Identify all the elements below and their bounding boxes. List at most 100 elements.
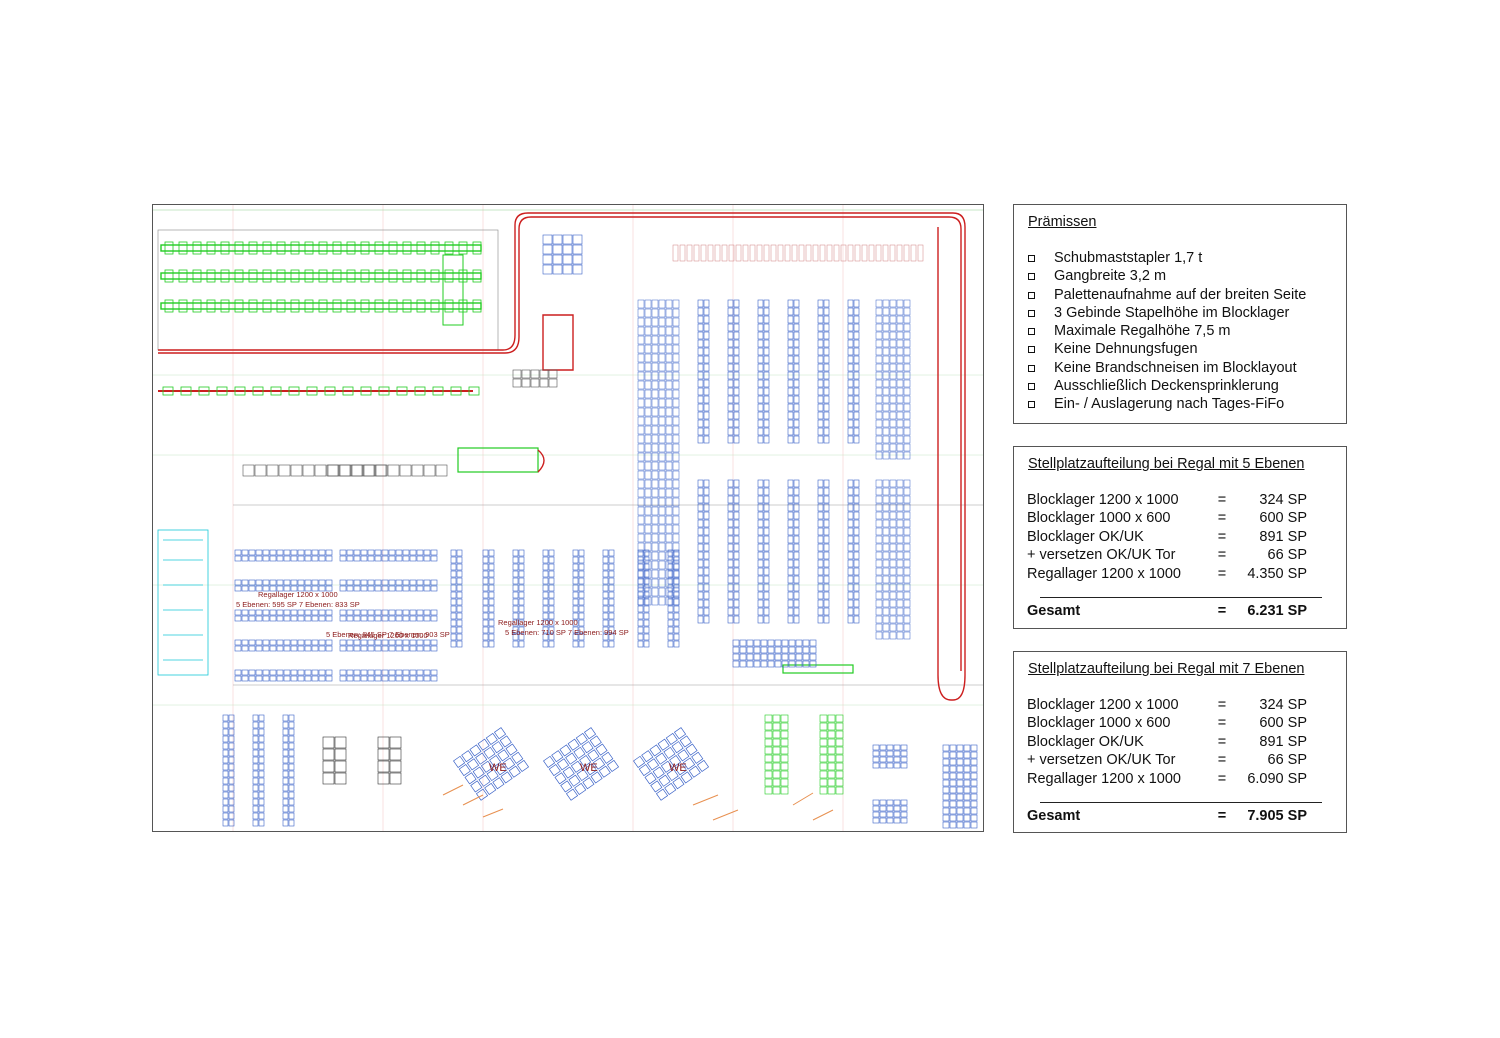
allocation-equals: =: [1217, 770, 1227, 787]
premise-item: Gangbreite 3,2 m: [1028, 267, 1306, 285]
checkbox-bullet-icon: [1028, 401, 1035, 409]
checkbox-bullet-icon: [1028, 328, 1035, 336]
total-equals: =: [1217, 603, 1227, 619]
allocation-7-levels-panel: Stellplatzaufteilung bei Regal mit 7 Ebe…: [1013, 651, 1347, 833]
allocation-equals: =: [1217, 547, 1227, 564]
allocation-value: 324 SP: [1259, 697, 1307, 713]
premise-text: Maximale Regalhöhe 7,5 m: [1054, 323, 1231, 340]
allocation-name: + versetzen OK/UK Tor: [1027, 752, 1176, 769]
allocation-row: Blocklager OK/UK=891 SP: [1027, 733, 1307, 751]
regal-c-info: 5 Ebenen: 710 SP 7 Ebenen: 994 SP: [505, 628, 629, 637]
allocation-value: 600 SP: [1259, 715, 1307, 732]
we-label-1: WE: [489, 762, 507, 774]
floor-plan-drawing: Regallager 1200 x 1000 5 Ebenen: 595 SP …: [153, 205, 983, 831]
allocation-5-total: Gesamt = 6.231 SP: [1027, 603, 1307, 619]
goods-receiving-areas: [453, 727, 710, 801]
allocation-equals: =: [1217, 752, 1227, 769]
total-label: Gesamt: [1027, 603, 1081, 619]
checkbox-bullet-icon: [1028, 346, 1035, 354]
allocation-name: Blocklager 1200 x 1000: [1027, 697, 1179, 713]
allocation-name: + versetzen OK/UK Tor: [1027, 547, 1176, 564]
we-label-3: WE: [669, 762, 687, 774]
premise-item: Ein- / Auslagerung nach Tages-FiFo: [1028, 395, 1306, 413]
premise-text: Ein- / Auslagerung nach Tages-FiFo: [1054, 396, 1285, 413]
premise-item: Schubmaststapler 1,7 t: [1028, 249, 1306, 267]
premise-text: Keine Brandschneisen im Blocklayout: [1054, 359, 1297, 376]
conveyor-area-top: [157, 229, 499, 351]
allocation-value: 4.350 SP: [1247, 565, 1307, 582]
allocation-name: Blocklager 1000 x 600: [1027, 715, 1171, 732]
plan-grid-lines: [153, 205, 983, 831]
allocation-equals: =: [1217, 492, 1227, 508]
orange-markings: [442, 784, 834, 821]
allocation-value: 600 SP: [1259, 510, 1307, 527]
total-equals: =: [1217, 808, 1227, 824]
premise-text: Ausschließlich Deckensprinklerung: [1054, 378, 1279, 395]
premise-item: Ausschließlich Deckensprinklerung: [1028, 377, 1306, 395]
allocation-row: Blocklager 1000 x 600 = 600 SP: [1027, 714, 1307, 732]
allocation-row: + versetzen OK/UK Tor=66 SP: [1027, 751, 1307, 769]
allocation-name: Regallager 1200 x 1000: [1027, 770, 1181, 787]
allocation-name: Blocklager OK/UK: [1027, 733, 1144, 750]
conveyor-line-middle: [158, 386, 854, 674]
checkbox-bullet-icon: [1028, 364, 1035, 372]
premises-panel: Prämissen Schubmaststapler 1,7 t Gangbrei…: [1013, 204, 1347, 424]
checkbox-bullet-icon: [1028, 273, 1035, 281]
total-value: 6.231 SP: [1247, 603, 1307, 619]
premise-item: Keine Dehnungsfugen: [1028, 340, 1306, 358]
allocation-row: Regallager 1200 x 1000 = 6.090 SP: [1027, 770, 1307, 788]
premise-item: 3 Gebinde Stapelhöhe im Blocklager: [1028, 304, 1306, 322]
premises-title: Prämissen: [1028, 214, 1097, 230]
regal-a-info: 5 Ebenen: 595 SP 7 Ebenen: 833 SP: [236, 600, 360, 609]
premise-text: Keine Dehnungsfugen: [1054, 341, 1198, 358]
regal-a-title: Regallager 1200 x 1000: [258, 590, 338, 599]
allocation-row: + versetzen OK/UK Tor=66 SP: [1027, 546, 1307, 564]
allocation-7-title: Stellplatzaufteilung bei Regal mit 7 Ebe…: [1028, 661, 1305, 677]
checkbox-bullet-icon: [1028, 383, 1035, 391]
allocation-5-levels-panel: Stellplatzaufteilung bei Regal mit 5 Ebe…: [1013, 446, 1347, 629]
allocation-7-sum-line: [1040, 802, 1322, 803]
premise-text: Schubmaststapler 1,7 t: [1054, 250, 1203, 266]
allocation-value: 891 SP: [1259, 528, 1307, 545]
regal-c-title: Regallager 1200 x 1000: [498, 618, 578, 627]
total-label: Gesamt: [1027, 808, 1081, 824]
checkbox-bullet-icon: [1028, 291, 1035, 299]
allocation-row: Regallager 1200 x 1000 = 4.350 SP: [1027, 565, 1307, 583]
allocation-name: Blocklager OK/UK: [1027, 528, 1144, 545]
allocation-equals: =: [1217, 565, 1227, 582]
total-value: 7.905 SP: [1247, 808, 1307, 824]
allocation-name: Regallager 1200 x 1000: [1027, 565, 1181, 582]
cyan-structure-left: [157, 529, 209, 676]
allocation-equals: =: [1217, 733, 1227, 750]
allocation-equals: =: [1217, 528, 1227, 545]
checkbox-bullet-icon: [1028, 255, 1035, 262]
allocation-row: Blocklager OK/UK = 891 SP: [1027, 528, 1307, 546]
regal-b-title: Regallager 1200 x 1000: [348, 631, 428, 640]
allocation-value: 324 SP: [1259, 492, 1307, 508]
premise-item: Palettenaufnahme auf der breiten Seite: [1028, 286, 1306, 304]
allocation-row: Blocklager 1000 x 600 = 600 SP: [1027, 509, 1307, 527]
rack-blocks: [222, 234, 978, 829]
premise-item: Maximale Regalhöhe 7,5 m: [1028, 322, 1306, 340]
allocation-name: Blocklager 1000 x 600: [1027, 510, 1171, 527]
we-labels: WE WE WE: [489, 762, 687, 774]
warehouse-floor-plan: Regallager 1200 x 1000 5 Ebenen: 595 SP …: [152, 204, 984, 832]
allocation-equals: =: [1217, 510, 1227, 527]
checkbox-bullet-icon: [1028, 309, 1035, 317]
allocation-equals: =: [1217, 715, 1227, 732]
we-label-2: WE: [580, 762, 598, 774]
premise-text: 3 Gebinde Stapelhöhe im Blocklager: [1054, 304, 1290, 321]
allocation-name: Blocklager 1200 x 1000: [1027, 492, 1179, 508]
plan-labels: Regallager 1200 x 1000 5 Ebenen: 595 SP …: [236, 590, 629, 640]
allocation-equals: =: [1217, 697, 1227, 713]
premise-item: Keine Brandschneisen im Blocklayout: [1028, 359, 1306, 377]
regal-b-info-visible: 5 Ebenen: 645 SP 7 Ebenen: 903 SP: [326, 630, 450, 639]
premise-text: Palettenaufnahme auf der breiten Seite: [1054, 286, 1307, 303]
allocation-5-sum-line: [1040, 597, 1322, 598]
premise-text: Gangbreite 3,2 m: [1054, 268, 1167, 285]
traffic-route: [158, 212, 966, 701]
allocation-value: 6.090 SP: [1247, 770, 1307, 787]
